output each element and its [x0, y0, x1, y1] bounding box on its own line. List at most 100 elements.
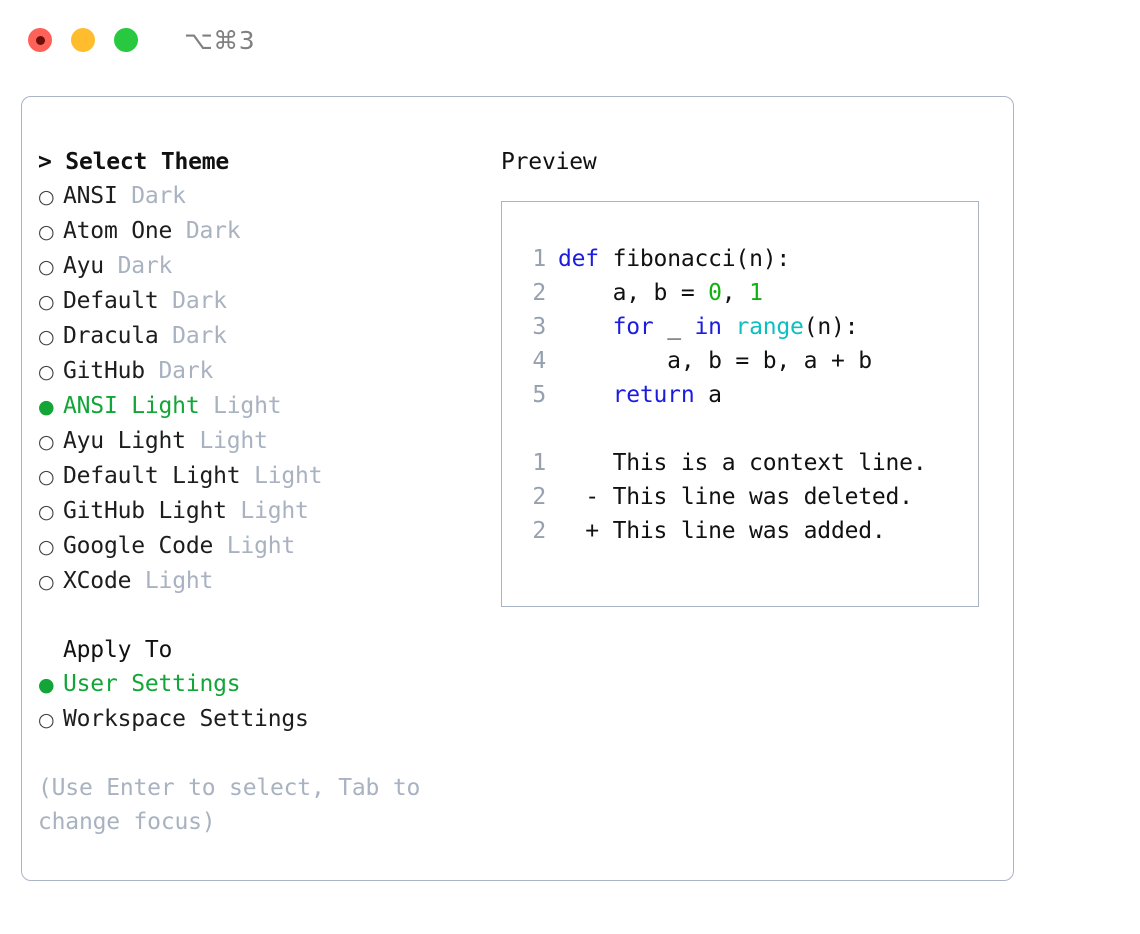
- theme-item-label: Ayu: [63, 253, 104, 279]
- code-text: a, b = 0, 1: [558, 276, 763, 310]
- window-titlebar: ⌥⌘3: [0, 0, 1140, 80]
- token-pl: [722, 314, 736, 340]
- radio-unselected-icon: ○: [38, 466, 55, 488]
- code-line: 5 return a: [516, 378, 978, 412]
- theme-item-label: Default: [63, 288, 159, 314]
- line-number: 1: [532, 450, 546, 476]
- close-button-icon[interactable]: [28, 28, 52, 52]
- code-text: def fibonacci(n):: [558, 242, 790, 276]
- theme-item-label: Ayu Light: [63, 428, 186, 454]
- line-number: 3: [532, 314, 546, 340]
- theme-item-label: GitHub: [63, 358, 145, 384]
- zoom-button-icon[interactable]: [114, 28, 138, 52]
- theme-item-label: XCode: [63, 568, 132, 594]
- diff-text: - This line was deleted.: [558, 484, 913, 510]
- code-diff-gap: [516, 412, 978, 446]
- radio-unselected-icon: ○: [38, 326, 55, 348]
- token-pl: a: [694, 382, 722, 408]
- theme-item-4[interactable]: ○ Dracula Dark: [38, 319, 486, 354]
- theme-item-6[interactable]: ●ANSI Light Light: [38, 389, 486, 424]
- token-pl: (n):: [803, 314, 859, 340]
- line-number: 5: [532, 382, 546, 408]
- theme-item-7[interactable]: ○ Ayu Light Light: [38, 424, 486, 459]
- diff-text: + This line was added.: [558, 518, 886, 544]
- theme-item-5[interactable]: ○ GitHub Dark: [38, 354, 486, 389]
- token-pl: a, b =: [558, 280, 709, 306]
- traffic-lights: [28, 28, 138, 52]
- radio-selected-icon: ●: [38, 674, 55, 696]
- line-number: 4: [532, 348, 546, 374]
- theme-item-variant: Dark: [103, 253, 173, 279]
- theme-item-1[interactable]: ○ Atom One Dark: [38, 214, 486, 249]
- radio-selected-icon: ●: [38, 396, 55, 418]
- theme-item-3[interactable]: ○ Default Dark: [38, 284, 486, 319]
- code-text: return a: [558, 378, 722, 412]
- code-line: 1 def fibonacci(n):: [516, 242, 978, 276]
- radio-unselected-icon: ○: [38, 186, 55, 208]
- preview-header: Preview: [501, 149, 597, 175]
- radio-unselected-icon: ○: [38, 709, 55, 731]
- diff-text: This is a context line.: [558, 450, 927, 476]
- token-pl: [558, 382, 613, 408]
- theme-item-label: ANSI: [63, 183, 118, 209]
- theme-item-variant: Dark: [117, 183, 186, 209]
- code-text: a, b = b, a + b: [558, 344, 872, 378]
- token-kw: in: [694, 314, 722, 340]
- theme-item-9[interactable]: ○GitHub Light Light: [38, 494, 486, 529]
- token-pl: fibonacci(n):: [598, 246, 791, 272]
- token-pl: _: [653, 314, 695, 340]
- minimize-button-icon[interactable]: [71, 28, 95, 52]
- theme-item-10[interactable]: ○ Google Code Light: [38, 529, 486, 564]
- line-number: 2: [532, 280, 546, 306]
- theme-item-11[interactable]: ○XCode Light: [38, 564, 486, 599]
- radio-unselected-icon: ○: [38, 221, 55, 243]
- diff-sample: 1 This is a context line. 2 - This line w…: [516, 446, 978, 548]
- theme-item-variant: Dark: [144, 358, 214, 384]
- theme-item-variant: Dark: [158, 288, 227, 314]
- token-kw: for: [612, 314, 654, 340]
- theme-item-variant: Light: [240, 463, 323, 489]
- token-pl: ,: [721, 280, 750, 306]
- theme-item-label: GitHub Light: [63, 498, 227, 524]
- apply-option-label: Workspace Settings: [63, 706, 309, 732]
- keyboard-hint-text: (Use Enter to select, Tab to change focu…: [38, 775, 421, 835]
- main-card: > Select Theme ○ANSI Dark○Atom One Dark○…: [21, 96, 1014, 881]
- theme-item-variant: Light: [185, 428, 268, 454]
- line-number: 1: [532, 246, 546, 272]
- radio-unselected-icon: ○: [38, 291, 55, 313]
- code-line: 3 for _ in range(n):: [516, 310, 978, 344]
- radio-unselected-icon: ○: [38, 571, 55, 593]
- token-num: 1: [749, 280, 763, 306]
- select-theme-header: > Select Theme: [38, 149, 230, 175]
- apply-option-1[interactable]: ○ Workspace Settings: [38, 702, 486, 737]
- token-kw: return: [612, 382, 695, 408]
- token-pl: [558, 314, 613, 340]
- code-text: for _ in range(n):: [558, 310, 859, 344]
- theme-item-label: Atom One: [63, 218, 173, 244]
- theme-item-variant: Light: [226, 498, 309, 524]
- theme-item-0[interactable]: ○ ANSI Dark: [38, 179, 486, 214]
- radio-unselected-icon: ○: [38, 431, 55, 453]
- theme-item-variant: Dark: [172, 218, 241, 244]
- theme-item-2[interactable]: ○Ayu Dark: [38, 249, 486, 284]
- radio-unselected-icon: ○: [38, 361, 55, 383]
- radio-unselected-icon: ○: [38, 536, 55, 558]
- theme-item-label: Default Light: [63, 463, 241, 489]
- diff-line-del: 2 - This line was deleted.: [516, 480, 978, 514]
- theme-item-label: Google Code: [63, 533, 214, 559]
- theme-item-variant: Light: [213, 533, 296, 559]
- theme-list[interactable]: ○ANSI Dark○Atom One Dark○Ayu Dark○Defaul…: [38, 179, 486, 599]
- token-fn: range: [735, 314, 804, 340]
- theme-item-variant: Dark: [158, 323, 227, 349]
- close-active-dot-icon: [35, 35, 45, 45]
- line-number: 2: [532, 518, 546, 544]
- apply-to-header: Apply To: [63, 637, 173, 663]
- theme-item-8[interactable]: ○ Default Light Light: [38, 459, 486, 494]
- apply-option-0[interactable]: ●User Settings: [38, 667, 486, 702]
- theme-item-label: Dracula: [63, 323, 159, 349]
- apply-to-list[interactable]: ●User Settings ○ Workspace Settings: [38, 667, 486, 737]
- theme-item-variant: Light: [199, 393, 282, 419]
